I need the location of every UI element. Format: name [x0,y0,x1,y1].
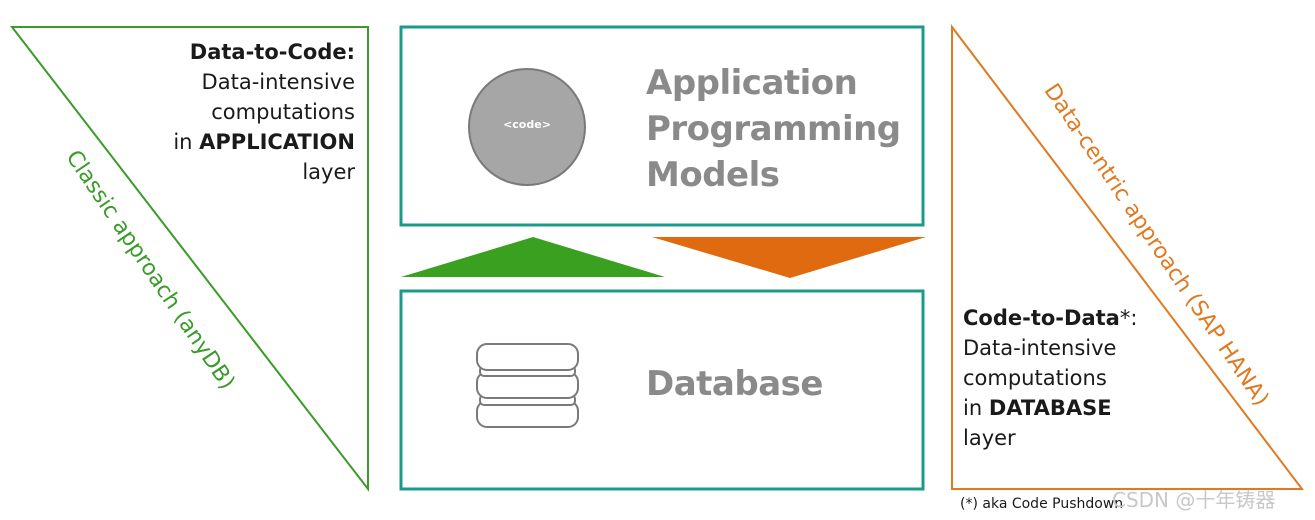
code-to-data-heading: Code-to-Data [963,306,1120,330]
application-title-line-1: Application [646,63,858,103]
right-line-3-prefix: in [963,396,989,420]
classic-approach-triangle [9,26,369,492]
right-line-3: in DATABASE [963,393,1223,423]
orange-down-arrow [652,237,926,278]
database-box [399,289,925,491]
code-to-data-heading-suffix: *: [1119,306,1138,330]
right-line-1: Data-intensive [963,336,1117,360]
watermark: CSDN @十年铸器 [1112,488,1276,512]
database-title: Database [646,364,823,404]
application-box [399,25,925,227]
left-line-4: layer [302,160,355,184]
database-icon [476,343,579,428]
footnote: (*) aka Code Pushdown [960,496,1124,512]
left-line-1: Data-intensive [201,70,355,94]
data-centric-triangle [951,24,1305,490]
application-title: Application Programming Models [646,60,901,198]
data-to-code-heading: Data-to-Code: [189,40,355,64]
data-to-code-description: Data-to-Code: Data-intensive computation… [100,37,355,187]
right-line-2: computations [963,366,1107,390]
application-title-line-2: Programming [646,109,901,149]
code-circle [468,68,586,186]
left-line-3-prefix: in [173,130,200,154]
right-line-3-bold: DATABASE [988,396,1112,420]
application-title-line-3: Models [646,155,780,195]
code-label: <code> [503,118,551,131]
right-line-4: layer [963,426,1016,450]
green-up-arrow [401,237,665,277]
left-line-3: in APPLICATION [100,127,355,157]
left-line-3-bold: APPLICATION [199,130,355,154]
code-to-data-description: Code-to-Data*: Data-intensive computatio… [963,303,1223,453]
code-to-data-heading-row: Code-to-Data*: [963,303,1223,333]
left-line-2: computations [211,100,355,124]
